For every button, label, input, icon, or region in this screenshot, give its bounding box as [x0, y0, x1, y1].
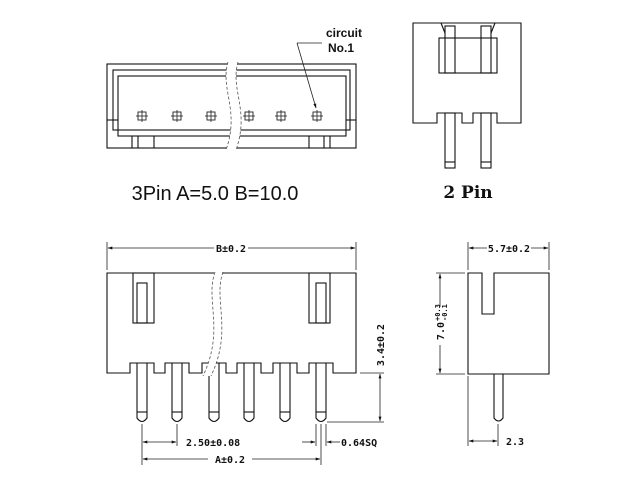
pin — [480, 112, 492, 169]
circuit-leader-arrow — [296, 42, 317, 109]
side-housing — [467, 272, 550, 375]
pin — [444, 112, 456, 169]
dim-side-height-upper-tol: +0.3 — [434, 304, 442, 321]
pin-hole-icon — [171, 110, 183, 122]
pin — [171, 363, 183, 423]
dim-offset: 2.3 — [506, 437, 524, 448]
dim-pitch: 2.50±0.08 — [186, 438, 240, 449]
top-view: circuit No.1 3Pin A=5.0 B=10.0 — [106, 26, 362, 205]
pin — [208, 363, 220, 423]
pin-hole-icon — [275, 110, 287, 122]
dim-side-height-lower-tol: -0.1 — [441, 304, 449, 321]
pin — [315, 363, 327, 423]
circuit-number-label: No.1 — [328, 41, 354, 55]
pin — [279, 363, 291, 423]
front-view: B±0.2 2.50±0.08 A±0.2 0.64SQ 3.4±0.2 — [106, 242, 387, 466]
break-gap — [226, 62, 242, 150]
pin-hole-icon — [136, 110, 148, 122]
dim-side-height: 7.0 — [436, 322, 447, 340]
top-view-caption: 3Pin A=5.0 B=10.0 — [132, 183, 299, 205]
dim-width: 5.7±0.2 — [488, 244, 530, 255]
pin — [136, 363, 148, 423]
two-pin-caption: 2 Pin — [443, 183, 492, 203]
pin — [480, 25, 492, 74]
dim-b: B±0.2 — [216, 244, 246, 255]
circuit-label: circuit — [326, 26, 362, 40]
dim-a: A±0.2 — [215, 455, 245, 466]
pin — [243, 363, 255, 423]
pin-hole-icon — [243, 110, 255, 122]
pin-hole-icon — [311, 110, 323, 122]
pin-holes — [136, 110, 323, 122]
dim-height: 3.4±0.2 — [376, 324, 387, 366]
two-pin-view: 2 Pin — [412, 22, 522, 203]
pin-hole-icon — [205, 110, 217, 122]
side-view: 5.7±0.2 7.0 +0.3 -0.1 2.3 — [434, 242, 550, 448]
front-pins — [136, 363, 327, 423]
pin — [444, 25, 456, 74]
front-housing — [106, 272, 357, 374]
dim-pin-size: 0.64SQ — [341, 438, 377, 449]
